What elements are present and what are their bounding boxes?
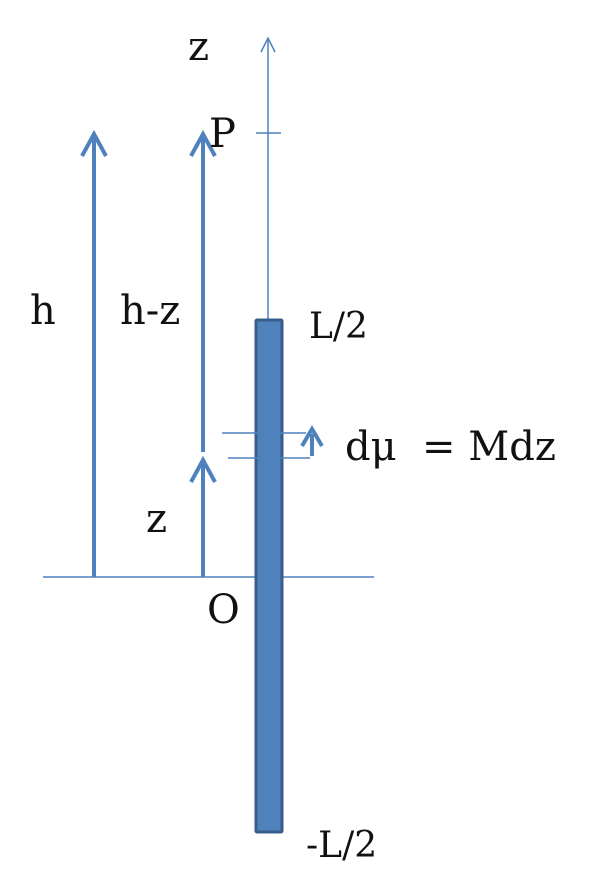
- height-h-label: h: [30, 288, 56, 334]
- half-length-top-label: L/2: [309, 306, 368, 347]
- z-arrow-head: [189, 455, 217, 483]
- height-h-minus-z-label: h-z: [120, 288, 180, 334]
- element-moment-arrow-head: [300, 425, 324, 448]
- origin-label: O: [207, 587, 240, 633]
- magnet-rod: [254, 318, 284, 834]
- z-axis-arrowhead: [260, 36, 276, 53]
- point-p-label: P: [209, 111, 236, 157]
- element-moment-label: dμ = Mdz: [345, 424, 556, 470]
- z-axis-label: z: [188, 24, 209, 70]
- half-length-bottom-label: -L/2: [306, 825, 377, 866]
- h-arrow-head: [80, 129, 108, 157]
- h-minus-z-arrow-head: [189, 129, 217, 157]
- position-z-label: z: [146, 496, 167, 542]
